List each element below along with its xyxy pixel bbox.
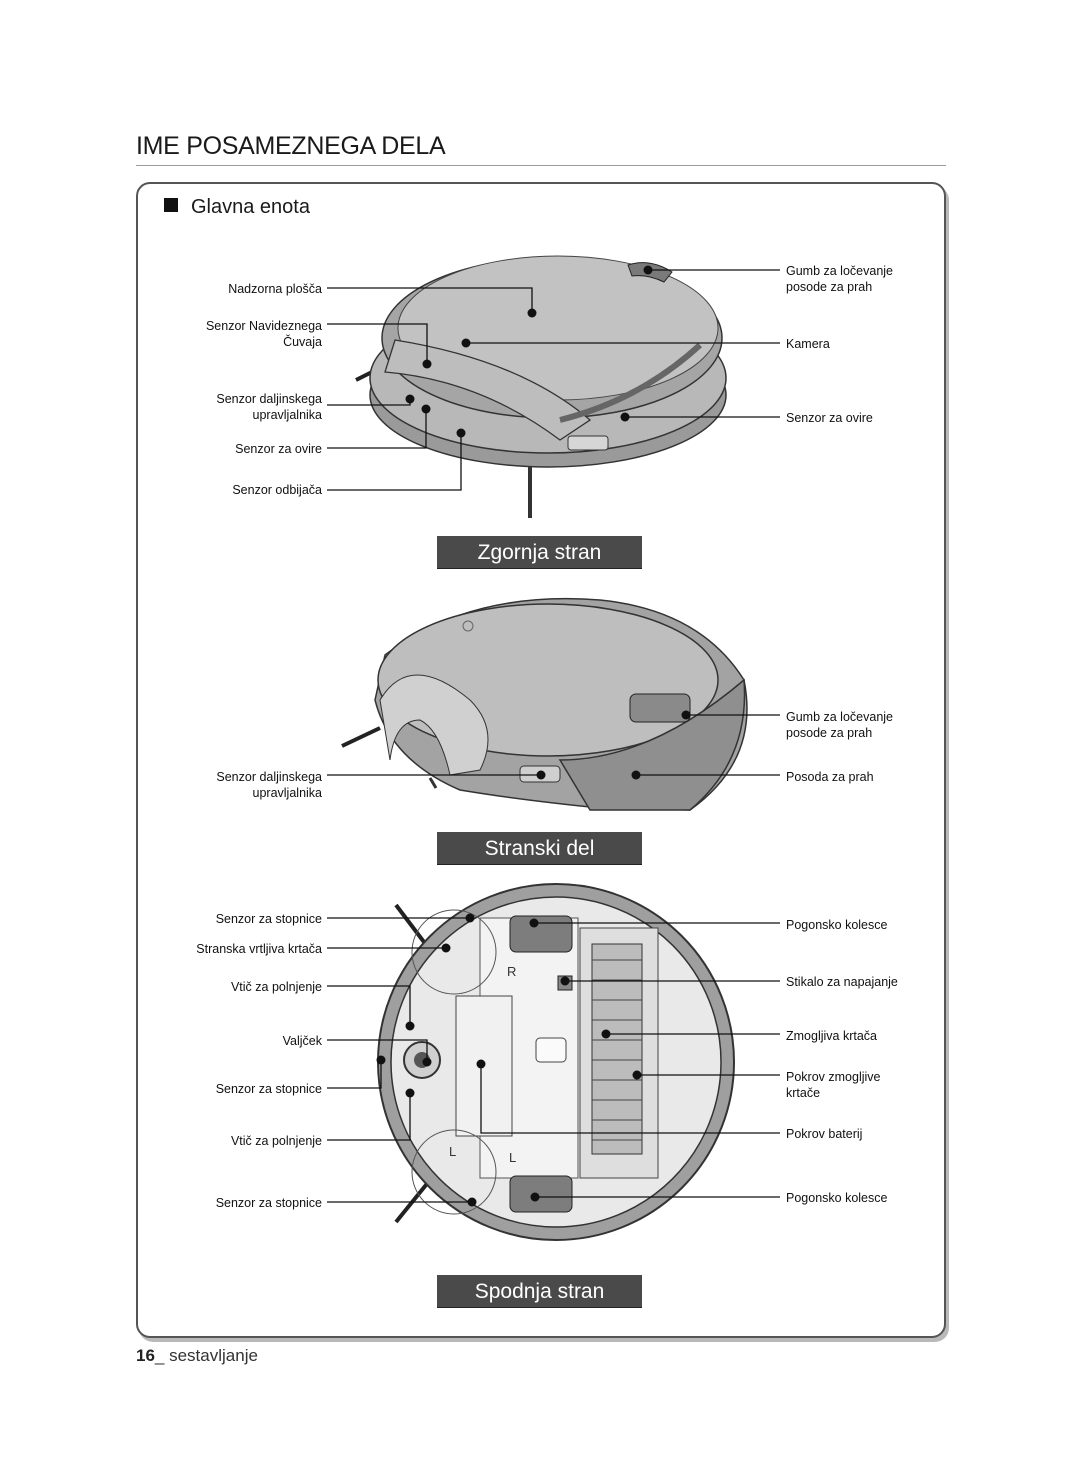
- banner-side-view: Stranski del: [437, 832, 642, 864]
- label-remote-sensor-top: Senzor daljinskega upravljalnika: [216, 392, 322, 422]
- leader-lines: [327, 269, 780, 1203]
- page-footer: 16_ sestavljanje: [136, 1346, 258, 1366]
- square-bullet-icon: [164, 198, 178, 212]
- robot-top-view: [355, 255, 727, 518]
- svg-text:R: R: [507, 964, 516, 979]
- label-bumper-sensor: Senzor odbijača: [232, 483, 322, 497]
- label-power-switch: Stikalo za napajanje: [786, 975, 898, 989]
- section-heading-text: Glavna enota: [191, 196, 310, 218]
- label-remote-sensor-side: Senzor daljinskega upravljalnika: [216, 770, 322, 800]
- label-cliff-sensor-2: Senzor za stopnice: [215, 1082, 322, 1096]
- label-cliff-sensor-1: Senzor za stopnice: [215, 912, 322, 926]
- svg-text:L: L: [449, 1144, 456, 1159]
- label-drive-wheel-1: Pogonsko kolesce: [786, 918, 888, 932]
- banner-top-view: Zgornja stran: [437, 536, 642, 568]
- label-obstacle-sensor-right: Senzor za ovire: [786, 411, 873, 425]
- robot-bottom-view: R L L: [377, 883, 735, 1241]
- label-drive-wheel-2: Pogonsko kolesce: [786, 1191, 888, 1205]
- page-number: 16: [136, 1346, 155, 1365]
- label-charging-pin-1: Vtič za polnjenje: [230, 980, 322, 994]
- label-dustbin-release-top: Gumb za ločevanje posode za prah: [786, 264, 894, 294]
- footer-section: _ sestavljanje: [154, 1346, 258, 1365]
- label-side-brush: Stranska vrtljiva krtača: [196, 942, 322, 956]
- banner-bottom-view: Spodnja stran: [437, 1275, 642, 1307]
- robot-side-view: [341, 597, 748, 811]
- label-cliff-sensor-3: Senzor za stopnice: [215, 1196, 322, 1210]
- label-battery-cover: Pokrov baterij: [786, 1127, 863, 1141]
- title-divider: [136, 165, 946, 166]
- label-camera: Kamera: [786, 337, 830, 351]
- label-virtual-guard-sensor: Senzor Navideznega Čuvaja: [205, 319, 322, 349]
- label-charging-pin-2: Vtič za polnjenje: [230, 1134, 322, 1148]
- label-brush-cover: Pokrov zmogljive krtače: [786, 1070, 881, 1100]
- label-caster: Valjček: [282, 1034, 322, 1048]
- section-heading: Glavna enota: [164, 196, 310, 219]
- label-power-brush: Zmogljiva krtača: [786, 1029, 877, 1043]
- svg-text:L: L: [509, 1150, 516, 1165]
- label-control-panel: Nadzorna plošča: [228, 282, 322, 296]
- leader-dots: [376, 265, 691, 1207]
- label-dustbin-release-side: Gumb za ločevanje posode za prah: [786, 710, 894, 740]
- label-obstacle-sensor-left: Senzor za ovire: [235, 442, 322, 456]
- page-title: IME POSAMEZNEGA DELA: [136, 132, 446, 160]
- label-dustbin: Posoda za prah: [786, 770, 874, 784]
